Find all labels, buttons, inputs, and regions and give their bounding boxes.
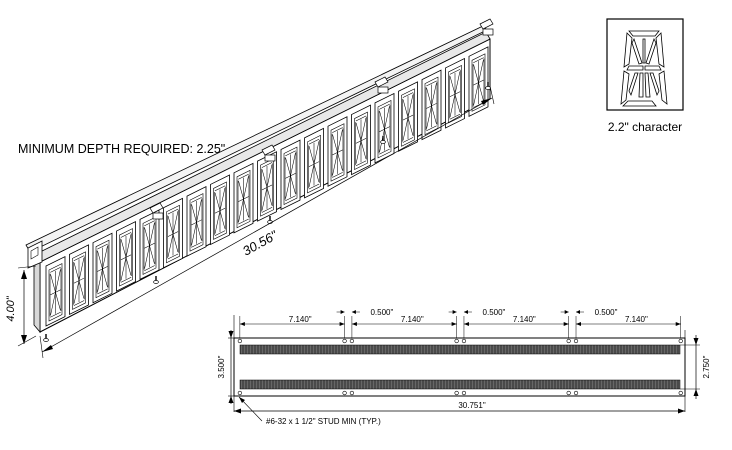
gap-width-label: 0.500" [483, 308, 506, 317]
character-module [304, 127, 324, 199]
front-stud [349, 338, 355, 344]
gap-width-label: 0.500" [595, 308, 618, 317]
front-stud [454, 338, 459, 344]
left-height-label: 3.500" [217, 355, 226, 378]
front-stud [454, 390, 459, 396]
character-module [351, 104, 371, 176]
character-detail: 2.2" character [606, 18, 684, 134]
height-label: 4.00" [5, 295, 17, 321]
character-module [92, 232, 113, 304]
front-stud [573, 338, 579, 344]
character-module [163, 197, 183, 269]
segment-width-label: 7.140" [625, 315, 648, 324]
mounting-tab [149, 202, 164, 220]
front-stud [237, 390, 242, 396]
top-strip [239, 344, 681, 355]
front-stud [342, 390, 347, 396]
character-module [210, 174, 230, 246]
front-view: 7.140" 7.140" 7.140" 7.140" 0.500" 0.500" 0.50… [217, 308, 711, 426]
stud [380, 136, 386, 144]
mounting-tab [374, 76, 389, 94]
character-module [374, 92, 395, 164]
front-stud [342, 338, 347, 344]
minimum-depth-note: MINIMUM DEPTH REQUIRED: 2.25" [18, 142, 225, 156]
front-stud [566, 338, 571, 344]
front-stud [566, 390, 571, 396]
character-module [45, 255, 66, 327]
character-module [445, 57, 465, 129]
gap-width-label: 0.500" [370, 308, 393, 317]
mounting-tab [479, 18, 494, 36]
character-module [233, 162, 254, 234]
character-modules [45, 46, 489, 327]
character-module [257, 151, 277, 222]
character-module [421, 69, 442, 141]
sixteen-segment-glyph-icon [620, 30, 668, 107]
character-module [468, 46, 489, 117]
front-stud [461, 338, 467, 344]
character-module [280, 139, 301, 211]
stud [153, 276, 159, 284]
character-module [116, 221, 136, 292]
bottom-strip [239, 379, 681, 390]
left-end [33, 253, 41, 334]
front-stud [461, 390, 467, 396]
front-stud [573, 390, 579, 396]
front-stud [237, 338, 242, 344]
character-module [327, 116, 348, 187]
character-module [186, 186, 207, 257]
segment-width-label: 7.140" [401, 315, 424, 324]
character-module [139, 209, 160, 281]
isometric-view: 30.56" 4.00" [5, 18, 495, 359]
right-height-label: 2.750" [702, 355, 711, 378]
mounting-tabs [149, 18, 494, 220]
character-module [398, 81, 418, 152]
stud-note: #6-32 x 1 1/2" STUD MIN (TYP.) [266, 417, 381, 426]
front-studs [237, 338, 683, 396]
segment-dimensions: 7.140" 7.140" 7.140" 7.140" 0.500" 0.500" 0.50… [239, 308, 681, 338]
length-dimension-line [41, 97, 493, 353]
overall-width-label: 30.751" [458, 401, 485, 410]
front-stud [678, 390, 683, 396]
character-caption: 2.2" character [608, 120, 682, 134]
length-label: 30.56" [240, 227, 281, 259]
segment-width-label: 7.140" [513, 315, 536, 324]
front-stud [349, 390, 355, 396]
character-module [69, 244, 89, 315]
segment-width-label: 7.140" [289, 315, 312, 324]
stud [43, 334, 49, 342]
mounting-studs [43, 82, 491, 342]
mounting-tab [261, 144, 276, 162]
front-stud [678, 338, 683, 344]
